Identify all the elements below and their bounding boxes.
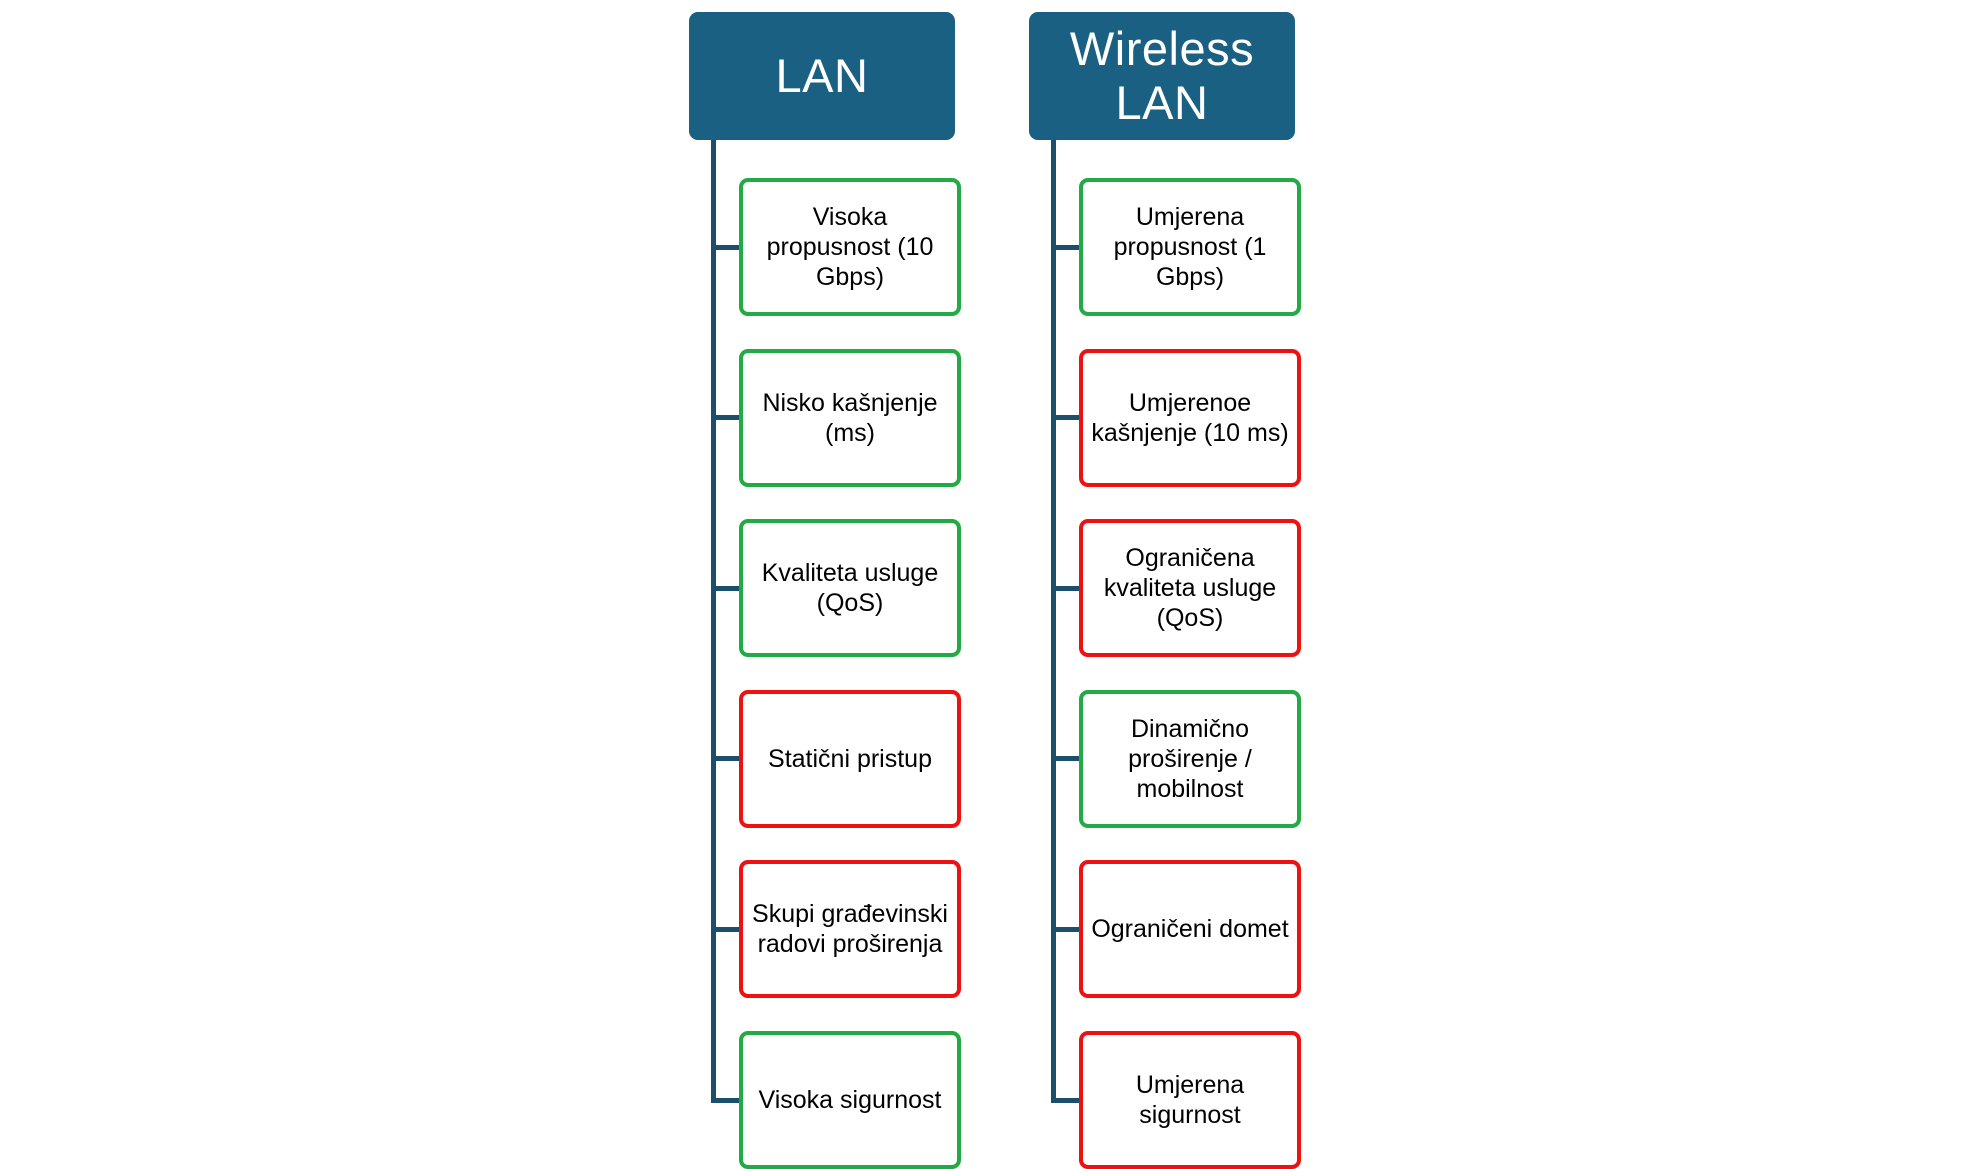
wireless-lan-column: Wireless LAN Umjerena propusnost (1 Gbps… — [1029, 0, 1329, 1169]
lan-connector-branch — [711, 926, 762, 932]
wireless-lan-connector-branch — [1051, 1097, 1102, 1103]
wireless-lan-item-security: Umjerena sigurnost — [1079, 1031, 1301, 1169]
lan-connector-trunk — [711, 140, 716, 1098]
wireless-lan-connector-branch — [1051, 756, 1102, 762]
wireless-lan-connector-branch — [1051, 415, 1102, 421]
lan-item-security: Visoka sigurnost — [739, 1031, 961, 1169]
lan-connector-branch — [711, 1097, 762, 1103]
wireless-lan-connector-branch — [1051, 585, 1102, 591]
lan-column: LAN Visoka propusnost (10 Gbps) Nisko ka… — [689, 0, 989, 1169]
wireless-lan-item-bandwidth: Umjerena propusnost (1 Gbps) — [1079, 178, 1301, 316]
wireless-lan-item-latency: Umjerenoe kašnjenje (10 ms) — [1079, 348, 1301, 487]
lan-item-qos: Kvaliteta usluge (QoS) — [739, 519, 961, 658]
lan-connector-branch — [711, 244, 762, 250]
lan-item-expansion: Skupi građevinski radovi proširenja — [739, 860, 961, 999]
wireless-lan-header: Wireless LAN — [1029, 12, 1295, 140]
wireless-lan-item-mobility: Dinamično proširenje / mobilnost — [1079, 689, 1301, 828]
lan-connector-branch — [711, 415, 762, 421]
lan-item-bandwidth: Visoka propusnost (10 Gbps) — [739, 178, 961, 316]
wireless-lan-item-qos: Ograničena kvaliteta usluge (QoS) — [1079, 519, 1301, 658]
lan-header: LAN — [689, 12, 955, 140]
lan-item-access: Statični pristup — [739, 689, 961, 828]
lan-connector-branch — [711, 756, 762, 762]
wireless-lan-connector-branch — [1051, 244, 1102, 250]
lan-connector-branch — [711, 585, 762, 591]
lan-item-latency: Nisko kašnjenje (ms) — [739, 348, 961, 487]
wireless-lan-connector-branch — [1051, 926, 1102, 932]
wireless-lan-connector-trunk — [1051, 140, 1056, 1098]
wireless-lan-item-range: Ograničeni domet — [1079, 860, 1301, 999]
